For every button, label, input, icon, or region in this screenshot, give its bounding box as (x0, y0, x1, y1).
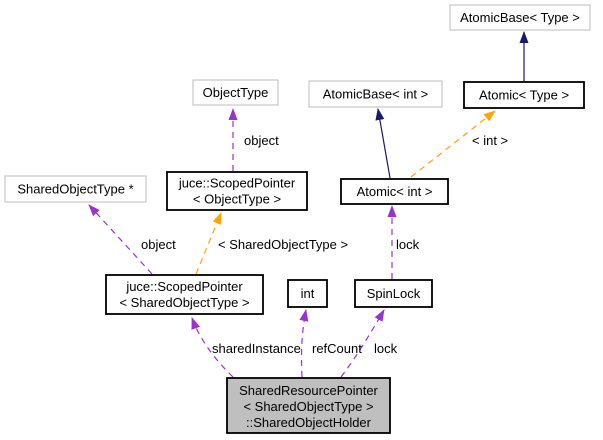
node-sharedobjecttype-ptr-label: SharedObjectType * (17, 182, 133, 197)
node-atomicbase-int-box (308, 80, 443, 108)
node-scopedpointer-objecttype[interactable]: juce::ScopedPointer < ObjectType > (166, 171, 308, 211)
node-atomic-type-label: Atomic< Type > (479, 88, 569, 103)
node-objecttype: ObjectType (192, 79, 279, 106)
edge-label-lock-upper: lock (396, 237, 420, 252)
node-spinlock-box[interactable] (354, 279, 433, 308)
edge-sharedinstance-to-scopedpointer (191, 317, 234, 378)
edge-label-object-upper: object (244, 133, 279, 148)
node-atomicbase-int: AtomicBase< int > (308, 80, 443, 108)
node-sharedobjecttype-ptr-box (4, 175, 147, 203)
node-objecttype-box (192, 79, 279, 106)
edge-label-lock-lower: lock (374, 341, 398, 356)
node-scopedpointer-sharedobjecttype[interactable]: juce::ScopedPointer < SharedObjectType > (105, 274, 264, 315)
node-atomicbase-type-label: AtomicBase< Type > (460, 10, 580, 25)
node-scopedpointer-sharedobjecttype-label-line1: juce::ScopedPointer (125, 279, 243, 294)
node-objecttype-label: ObjectType (203, 85, 269, 100)
edge-atomic-int-inherits-atomicbase-int (375, 108, 391, 179)
node-atomic-int-box[interactable] (340, 178, 449, 205)
node-atomicbase-int-label: AtomicBase< int > (323, 87, 429, 102)
node-shared-object-holder-box (226, 377, 391, 434)
edge-label-refcount: refCount (312, 341, 362, 356)
node-atomicbase-type-box (449, 4, 591, 31)
node-scopedpointer-sharedobjecttype-box[interactable] (105, 274, 264, 315)
edge-label-int-template: < int > (472, 133, 508, 148)
node-sharedobjecttype-ptr: SharedObjectType * (4, 175, 147, 203)
node-int-label: int (301, 286, 315, 301)
node-scopedpointer-sharedobjecttype-label-line2: < SharedObjectType > (119, 295, 249, 310)
node-shared-object-holder-label-line3: ::SharedObjectHolder (246, 415, 372, 430)
edge-label-sharedobjecttype-template: < SharedObjectType > (218, 237, 348, 252)
edge-atomic-int-template-of-atomic-type (410, 110, 496, 178)
node-int-box[interactable] (287, 279, 328, 308)
node-atomic-type-box[interactable] (463, 81, 585, 109)
node-scopedpointer-objecttype-label-line2: < ObjectType > (193, 192, 281, 207)
node-shared-object-holder-label-line1: SharedResourcePointer (239, 383, 378, 398)
edge-object-to-sharedobjecttype-ptr (88, 204, 153, 275)
node-scopedpointer-objecttype-label-line1: juce::ScopedPointer (178, 176, 296, 191)
node-spinlock-label: SpinLock (367, 286, 421, 301)
node-shared-object-holder: SharedResourcePointer < SharedObjectType… (226, 377, 391, 434)
edge-refcount-to-int (299, 309, 309, 378)
edge-lock-to-spinlock (340, 309, 385, 378)
edge-label-sharedinstance: sharedInstance (212, 341, 301, 356)
node-atomic-type[interactable]: Atomic< Type > (463, 81, 585, 109)
node-scopedpointer-objecttype-box[interactable] (166, 171, 308, 211)
node-shared-object-holder-label-line2: < SharedObjectType > (243, 399, 373, 414)
node-atomicbase-type: AtomicBase< Type > (449, 4, 591, 31)
node-int[interactable]: int (287, 279, 328, 308)
node-atomic-int[interactable]: Atomic< int > (340, 178, 449, 205)
node-atomic-int-label: Atomic< int > (357, 184, 433, 199)
node-spinlock[interactable]: SpinLock (354, 279, 433, 308)
edge-label-object-lower: object (141, 237, 176, 252)
